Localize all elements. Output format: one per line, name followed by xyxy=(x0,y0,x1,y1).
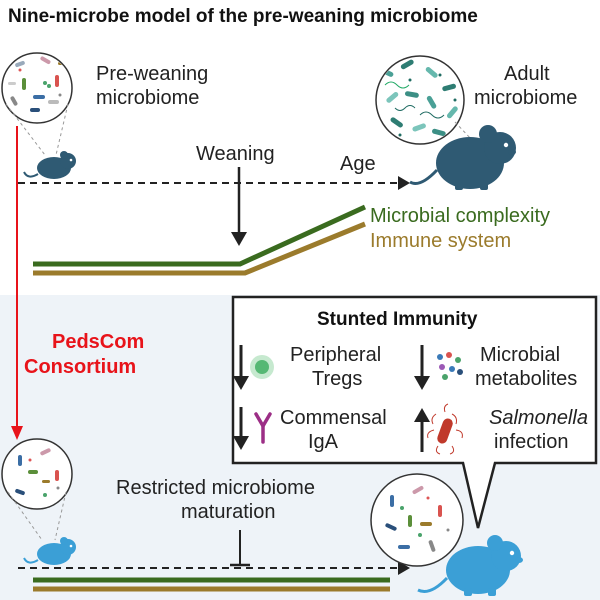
iga-antibody-icon xyxy=(254,412,272,444)
pedscom-adult-mouse-icon xyxy=(417,535,523,596)
down-arrow-icon xyxy=(233,407,249,450)
peripheral-tregs-line2: Tregs xyxy=(312,368,362,390)
adult-label-line1: Adult xyxy=(504,63,550,85)
immune-system-label: Immune system xyxy=(370,230,511,252)
pedscom-label-line2: Consortium xyxy=(24,356,136,378)
pre-weaning-label-line1: Pre-weaning xyxy=(96,63,208,85)
salmonella-icon xyxy=(427,403,463,455)
peripheral-tregs-line1: Peripheral xyxy=(290,344,381,366)
pup-mouse-icon xyxy=(23,151,76,179)
pedscom-pup-mouse-icon xyxy=(23,537,76,565)
pedscom-microbiome-icon xyxy=(1,438,73,510)
adult-mouse-icon xyxy=(409,125,516,190)
immune-system-line xyxy=(33,221,366,276)
pre-weaning-microbiome-icon xyxy=(1,52,73,124)
stunted-immunity-box xyxy=(231,295,598,529)
up-arrow-icon xyxy=(414,408,430,452)
microbial-metabolites-line1: Microbial xyxy=(480,344,560,366)
down-arrow-icon xyxy=(233,345,249,390)
microbial-complexity-label: Microbial complexity xyxy=(370,205,550,227)
microbial-complexity-line xyxy=(33,204,367,267)
stunted-immunity-title: Stunted Immunity xyxy=(317,309,478,330)
commensal-iga-line2: IgA xyxy=(308,431,339,453)
restricted-label-line1: Restricted microbiome xyxy=(116,477,315,499)
treg-cell-icon xyxy=(250,355,274,379)
pedscom-label-line1: PedsCom xyxy=(52,331,144,353)
metabolites-icon xyxy=(437,352,463,380)
figure-title: Nine-microbe model of the pre-weaning mi… xyxy=(8,6,478,27)
salmonella-line1: Salmonella xyxy=(489,407,588,429)
microbial-metabolites-line2: metabolites xyxy=(475,368,577,390)
restricted-label-line2: maturation xyxy=(181,501,276,523)
weaning-label: Weaning xyxy=(196,143,275,165)
adult-label-line2: microbiome xyxy=(474,87,577,109)
age-arrow-head xyxy=(398,176,410,190)
commensal-iga-line1: Commensal xyxy=(280,407,387,429)
age-label: Age xyxy=(340,153,376,175)
restricted-microbiome-icon xyxy=(370,473,464,567)
adult-microbiome-icon xyxy=(375,55,465,145)
pre-weaning-label-line2: microbiome xyxy=(96,87,199,109)
salmonella-line2: infection xyxy=(494,431,569,453)
down-arrow-icon xyxy=(414,345,430,390)
